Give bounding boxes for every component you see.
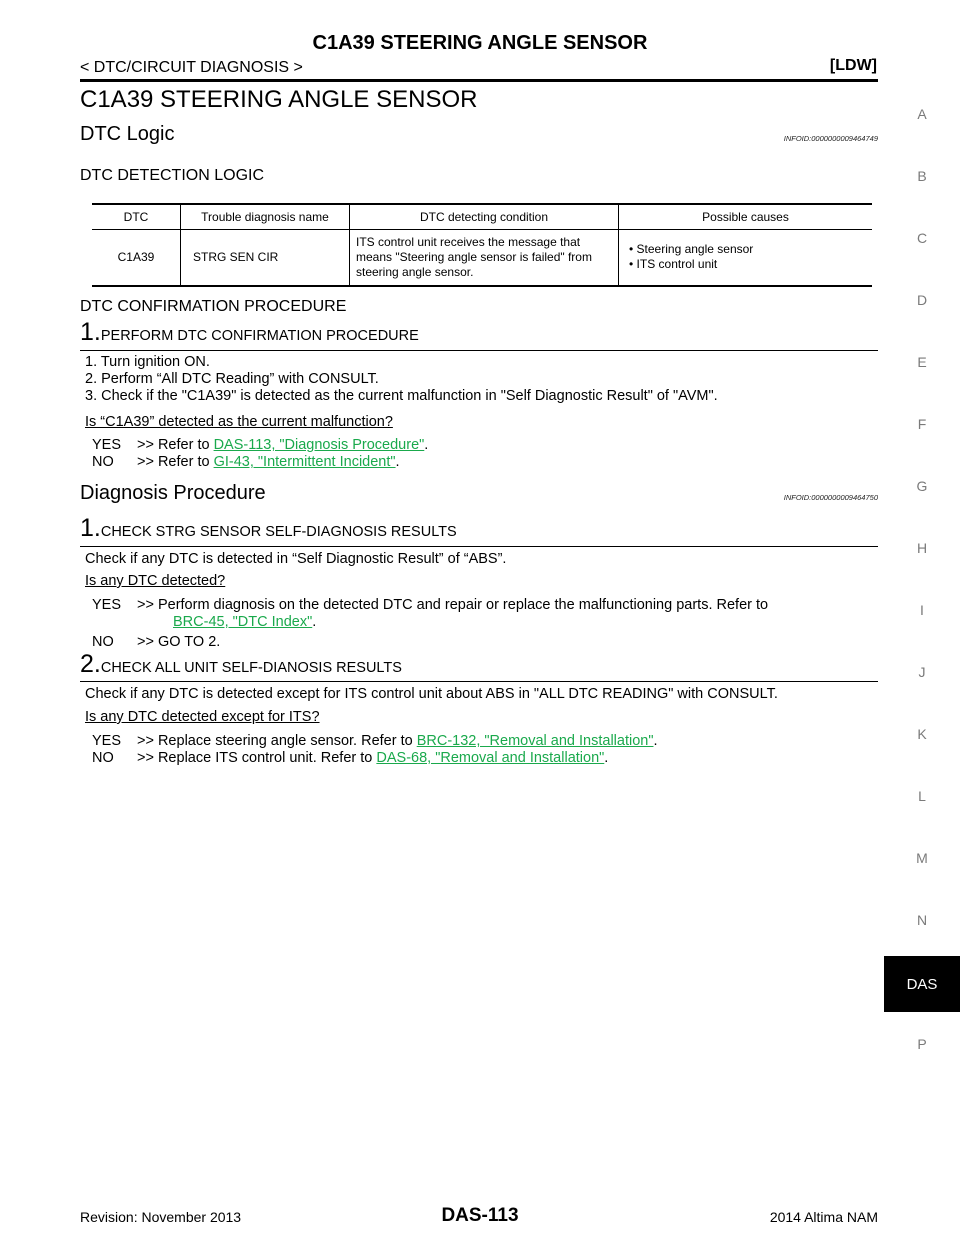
step-number: 1. — [80, 514, 101, 542]
table-header-causes: Possible causes — [618, 203, 872, 230]
step-divider — [80, 350, 878, 351]
side-index-i[interactable]: I — [920, 602, 924, 618]
side-index-e[interactable]: E — [917, 354, 927, 370]
table-cell-name: STRG SEN CIR — [180, 229, 350, 287]
list-item: 1. Turn ignition ON. — [85, 354, 210, 370]
diagnosis-step-2-question: Is any DTC detected except for ITS? — [85, 709, 320, 725]
step-title: CHECK STRG SENSOR SELF-DIAGNOSIS RESULTS — [100, 524, 457, 540]
diagnosis-step-2-heading: 2.CHECK ALL UNIT SELF-DIANOSIS RESULTS — [80, 650, 402, 679]
side-index-c[interactable]: C — [916, 230, 928, 246]
side-index-p[interactable]: P — [917, 1036, 927, 1052]
dtc-detection-table: DTC Trouble diagnosis name DTC detecting… — [92, 203, 872, 287]
side-index-m[interactable]: M — [916, 850, 928, 866]
answer-key: NO — [92, 454, 114, 470]
main-title: C1A39 STEERING ANGLE SENSOR — [80, 86, 478, 113]
side-index-n[interactable]: N — [916, 912, 928, 928]
dtc-index-link[interactable]: BRC-45, "DTC Index" — [173, 614, 313, 630]
confirmation-step-list: 1. Turn ignition ON. 2. Perform “All DTC… — [85, 354, 718, 405]
section-code: [LDW] — [829, 57, 877, 74]
step-number: 1. — [80, 318, 101, 346]
list-item: ITS control unit — [629, 257, 866, 272]
table-cell-causes: Steering angle sensor ITS control unit — [618, 229, 872, 287]
table-cell-condition: ITS control unit receives the message th… — [349, 229, 619, 287]
answer-text: >> Perform diagnosis on the detected DTC… — [137, 597, 769, 613]
side-index-a[interactable]: A — [917, 106, 927, 122]
footer-revision: Revision: November 2013 — [80, 1209, 242, 1225]
side-index-f[interactable]: F — [917, 416, 927, 432]
step-number: 2. — [80, 650, 101, 678]
step-title: CHECK ALL UNIT SELF-DIANOSIS RESULTS — [100, 660, 402, 676]
diagnosis-infoid: INFOID:0000000009464750 — [783, 493, 878, 502]
answer-text: >> Replace steering angle sensor. Refer … — [137, 733, 417, 749]
breadcrumb: < DTC/CIRCUIT DIAGNOSIS > — [80, 59, 303, 76]
answer-key: YES — [92, 733, 122, 749]
diagnosis-step-1-body: Check if any DTC is detected in “Self Di… — [85, 551, 507, 567]
list-item: Steering angle sensor — [629, 242, 866, 257]
dtc-detection-logic-heading: DTC DETECTION LOGIC — [80, 167, 265, 184]
side-index-k[interactable]: K — [917, 726, 927, 742]
diagnosis-procedure-heading: Diagnosis Procedure — [80, 482, 266, 504]
das-removal-installation-link[interactable]: DAS-68, "Removal and Installation" — [376, 750, 605, 766]
table-row: C1A39 STRG SEN CIR ITS control unit rece… — [92, 229, 872, 287]
side-index-b[interactable]: B — [917, 168, 927, 184]
side-index-das-tab[interactable]: DAS — [884, 956, 960, 1012]
answer-text: >> Refer to — [137, 437, 214, 453]
answer-text: >> Refer to — [137, 454, 214, 470]
dtc-confirmation-heading: DTC CONFIRMATION PROCEDURE — [80, 298, 347, 315]
table-header-name: Trouble diagnosis name — [180, 203, 350, 230]
intermittent-incident-link[interactable]: GI-43, "Intermittent Incident" — [213, 454, 396, 470]
side-index-d[interactable]: D — [916, 292, 928, 308]
diagnosis-step-2-body: Check if any DTC is detected except for … — [85, 686, 778, 702]
brc-removal-installation-link[interactable]: BRC-132, "Removal and Installation" — [416, 733, 654, 749]
confirmation-yes-answer: YES >> Refer to DAS-113, "Diagnosis Proce… — [92, 437, 429, 453]
header-divider — [80, 79, 878, 82]
step-title: PERFORM DTC CONFIRMATION PROCEDURE — [100, 328, 419, 344]
answer-key: NO — [92, 634, 114, 650]
diagnosis-step-1-question: Is any DTC detected? — [85, 573, 226, 589]
table-header-condition: DTC detecting condition — [349, 203, 619, 230]
list-item: 2. Perform “All DTC Reading” with CONSUL… — [85, 371, 379, 387]
dtc-logic-heading: DTC Logic — [80, 123, 175, 145]
footer-page-number: DAS-113 — [441, 1205, 519, 1226]
diagnosis-procedure-link[interactable]: DAS-113, "Diagnosis Procedure" — [213, 437, 425, 453]
dtc-logic-infoid: INFOID:0000000009464749 — [783, 134, 878, 143]
side-index-h[interactable]: H — [916, 540, 928, 556]
answer-text: >> Replace ITS control unit. Refer to — [137, 750, 377, 766]
diagnosis-step-1-no-answer: NO >> GO TO 2. — [92, 634, 220, 651]
diagnosis-step-2-no-answer: NO>> Replace ITS control unit. Refer to … — [92, 750, 609, 766]
step-divider — [80, 681, 878, 682]
diagnosis-step-2-yes-answer: YES >> Replace steering angle sensor. Ref… — [92, 733, 658, 749]
answer-key: YES — [92, 597, 122, 613]
step-divider — [80, 546, 878, 547]
side-index-g[interactable]: G — [916, 478, 928, 494]
answer-key: YES — [92, 437, 122, 453]
confirmation-no-answer: NO >> Refer to GI-43, "Intermittent Incid… — [92, 454, 400, 470]
list-item: 3. Check if the "C1A39" is detected as t… — [85, 388, 718, 404]
side-index-l[interactable]: L — [918, 788, 926, 804]
diagnosis-step-1-yes-answer: YES >> Perform diagnosis on the detected… — [92, 597, 769, 630]
table-cell-dtc: C1A39 — [92, 229, 181, 287]
table-header-dtc: DTC — [92, 203, 181, 230]
confirmation-question: Is “C1A39” detected as the current malfu… — [85, 414, 393, 430]
confirmation-step-1-heading: 1.PERFORM DTC CONFIRMATION PROCEDURE — [80, 318, 419, 347]
diagnosis-step-1-heading: 1.CHECK STRG SENSOR SELF-DIAGNOSIS RESUL… — [80, 514, 457, 543]
answer-key: NO — [92, 750, 114, 766]
side-index-j[interactable]: J — [918, 664, 926, 680]
answer-text: >> GO TO 2. — [137, 634, 221, 650]
footer-model: 2014 Altima NAM — [769, 1209, 878, 1225]
page-header-title: C1A39 STEERING ANGLE SENSOR — [312, 32, 648, 54]
